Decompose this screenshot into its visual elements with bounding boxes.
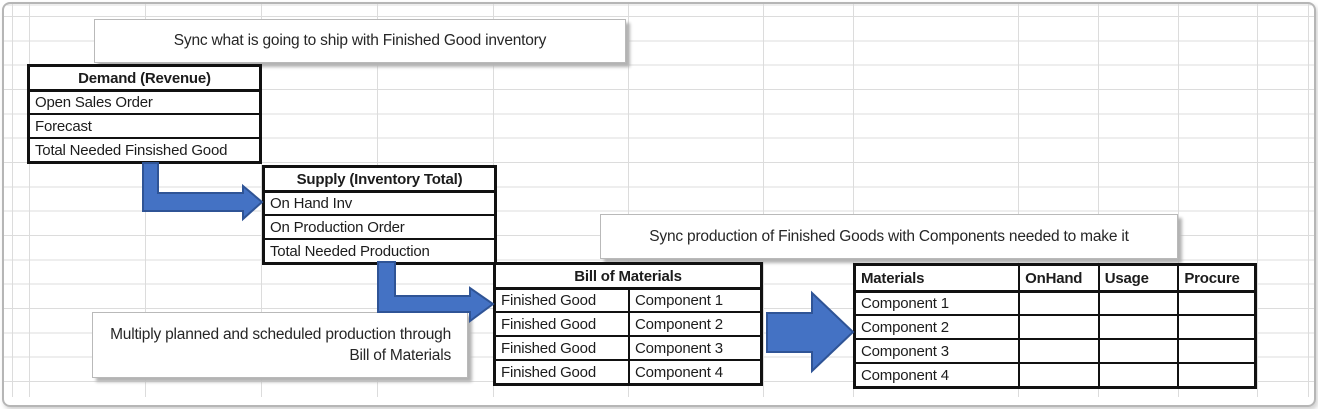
materials-header-materials: Materials <box>861 269 925 287</box>
table-row: On Hand Inv <box>265 190 494 214</box>
gridline <box>763 4 764 397</box>
table-row: Total Needed Finsished Good <box>30 137 259 161</box>
bom-component-cell: Component 4 <box>628 361 760 383</box>
bom-component-cell: Component 2 <box>628 313 760 335</box>
bom-finished-good-cell: Finished Good <box>501 292 596 309</box>
materials-usage-cell <box>1097 340 1178 362</box>
gridline <box>1018 4 1019 397</box>
bom-finished-good-cell: Finished Good <box>501 315 596 333</box>
bom-table-title: Bill of Materials <box>574 267 682 285</box>
supply-row-label: Total Needed Production <box>270 242 430 260</box>
materials-header-row: Materials OnHand Usage Procure <box>856 266 1254 290</box>
bom-finished-good-cell: Finished Good <box>501 339 596 357</box>
table-row: Finished Good Component 3 <box>496 335 760 359</box>
note-sync-ship-text: Sync what is going to ship with Finished… <box>173 32 547 49</box>
gridline <box>1257 4 1258 397</box>
materials-onhand-cell <box>1018 340 1098 362</box>
demand-row-label: Open Sales Order <box>35 94 153 111</box>
bom-component-cell: Component 3 <box>628 337 760 359</box>
note-multiply-bom-text: Multiply planned and scheduled productio… <box>110 326 451 364</box>
materials-header-procure: Procure <box>1177 266 1254 290</box>
note-sync-ship: Sync what is going to ship with Finished… <box>94 19 626 63</box>
bom-finished-good-cell: Finished Good <box>501 363 596 381</box>
materials-component-cell: Component 3 <box>861 342 949 360</box>
supply-table: Supply (Inventory Total) On Hand Inv On … <box>262 165 497 265</box>
materials-component-cell: Component 1 <box>861 295 949 312</box>
gridline <box>1308 4 1309 397</box>
bom-table: Bill of Materials Finished Good Componen… <box>493 262 763 386</box>
demand-row-label: Forecast <box>35 117 92 135</box>
table-row: Component 1 <box>856 290 1254 314</box>
supply-table-title: Supply (Inventory Total) <box>296 170 463 188</box>
materials-onhand-cell <box>1018 293 1098 314</box>
materials-onhand-cell <box>1018 364 1098 386</box>
gridline <box>628 4 629 397</box>
materials-header-onhand: OnHand <box>1018 266 1098 290</box>
gridline <box>1178 4 1179 397</box>
gridline <box>1098 4 1099 397</box>
demand-row-label: Total Needed Finsished Good <box>35 141 228 159</box>
supply-row-label: On Production Order <box>270 218 405 236</box>
gridline <box>29 4 30 397</box>
materials-procure-cell <box>1177 316 1254 338</box>
materials-procure-cell <box>1177 340 1254 362</box>
materials-component-cell: Component 4 <box>861 366 949 384</box>
table-row: Finished Good Component 1 <box>496 287 760 311</box>
materials-procure-cell <box>1177 364 1254 386</box>
materials-usage-cell <box>1097 316 1178 338</box>
table-row: Total Needed Production <box>265 238 494 262</box>
materials-usage-cell <box>1097 364 1178 386</box>
demand-table: Demand (Revenue) Open Sales Order Foreca… <box>27 64 262 164</box>
materials-table: Materials OnHand Usage Procure Component… <box>853 263 1257 389</box>
materials-usage-cell <box>1097 293 1178 314</box>
table-row: Finished Good Component 2 <box>496 311 760 335</box>
materials-header-usage: Usage <box>1097 266 1178 290</box>
materials-component-cell: Component 2 <box>861 318 949 336</box>
note-multiply-bom: Multiply planned and scheduled productio… <box>92 312 468 378</box>
gridline <box>12 4 13 397</box>
table-row: Open Sales Order <box>30 89 259 113</box>
table-row: Component 2 <box>856 314 1254 338</box>
note-sync-production-text: Sync production of Finished Goods with C… <box>649 227 1129 245</box>
table-row: Forecast <box>30 113 259 137</box>
demand-table-title: Demand (Revenue) <box>78 69 211 87</box>
materials-procure-cell <box>1177 293 1254 314</box>
table-row: On Production Order <box>265 214 494 238</box>
gridline <box>853 4 854 397</box>
table-row: Finished Good Component 4 <box>496 359 760 383</box>
note-sync-production: Sync production of Finished Goods with C… <box>600 214 1178 259</box>
supply-row-label: On Hand Inv <box>270 195 353 212</box>
bom-component-cell: Component 1 <box>628 290 760 311</box>
table-row: Component 4 <box>856 362 1254 386</box>
table-row: Component 3 <box>856 338 1254 362</box>
materials-onhand-cell <box>1018 316 1098 338</box>
